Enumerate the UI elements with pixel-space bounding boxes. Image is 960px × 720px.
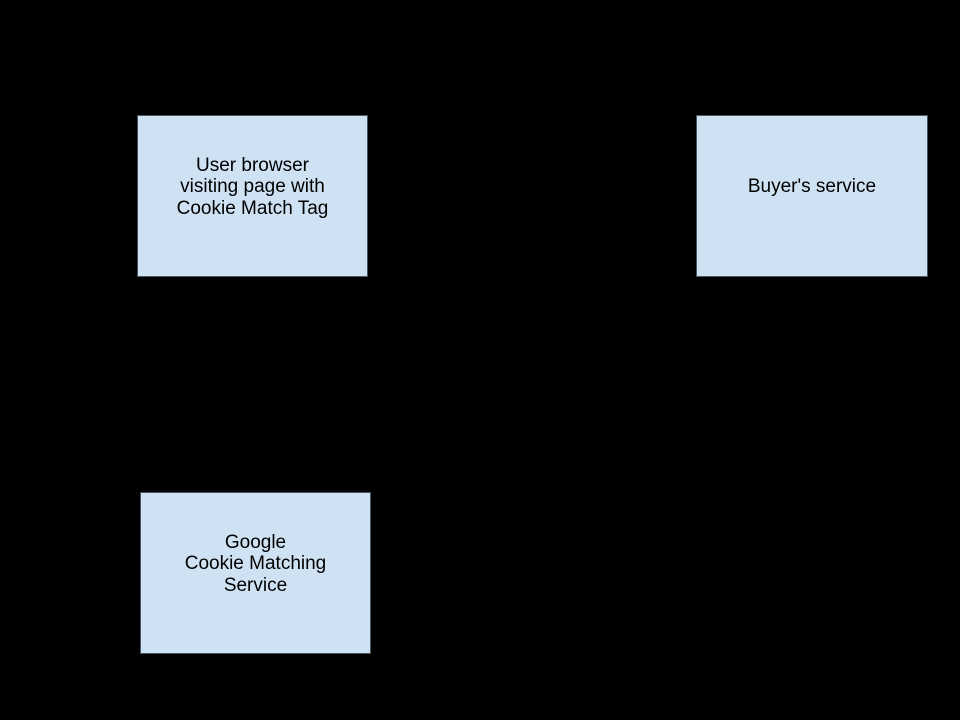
node-user-browser: User browser visiting page with Cookie M… [137, 115, 368, 277]
node-google-cookie-matching-service: Google Cookie Matching Service [140, 492, 371, 654]
node-google-cookie-matching-service-label: Google Cookie Matching Service [184, 531, 327, 596]
node-user-browser-label: User browser visiting page with Cookie M… [176, 154, 329, 219]
node-buyers-service-label: Buyer's service [747, 176, 877, 198]
node-buyers-service: Buyer's service [696, 115, 928, 277]
